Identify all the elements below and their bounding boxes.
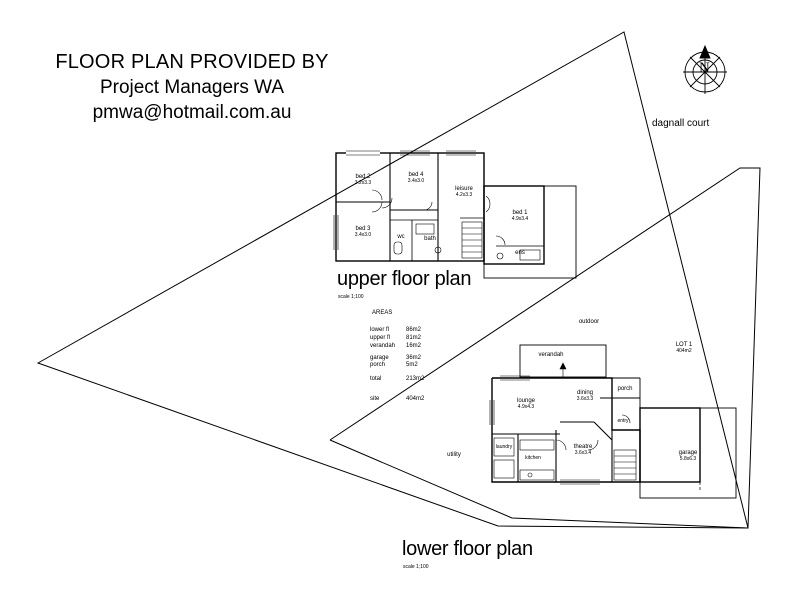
- room-bath: bath: [424, 236, 436, 242]
- upper-floor-scale: scale 1;100: [338, 294, 364, 300]
- upper-floor-title: upper floor plan: [337, 268, 472, 290]
- upper-floor-plan-drawing: [333, 150, 577, 279]
- provider-credit: FLOOR PLAN PROVIDED BY Project Managers …: [0, 50, 384, 125]
- label-entry: entry: [617, 418, 629, 424]
- lower-floor-plan-drawing: [489, 344, 737, 499]
- label-porch: porch: [617, 386, 633, 392]
- company-name: Project Managers WA: [99, 77, 285, 98]
- lower-floor-title: lower floor plan: [402, 538, 533, 560]
- north-arrow-icon: [683, 44, 727, 94]
- room-wc: wc: [397, 234, 405, 240]
- street-name: dagnall court: [652, 118, 710, 129]
- company-email: pmwa@hotmail.com.au: [92, 102, 292, 123]
- label-utility: utility: [447, 452, 461, 458]
- lower-floor-scale: scale 1;100: [403, 564, 429, 570]
- label-outdoor: outdoor: [578, 319, 600, 325]
- label-kitchen: kitchen: [525, 455, 541, 461]
- label-verandah: verandah: [538, 352, 564, 358]
- compass-letter: N: [699, 60, 710, 76]
- room-ens: ens: [515, 250, 525, 256]
- credit-heading: FLOOR PLAN PROVIDED BY: [55, 51, 329, 73]
- lot-1-boundary: [329, 167, 761, 529]
- areas-heading: AREAS: [372, 310, 393, 316]
- label-laundry: laundry: [495, 444, 513, 450]
